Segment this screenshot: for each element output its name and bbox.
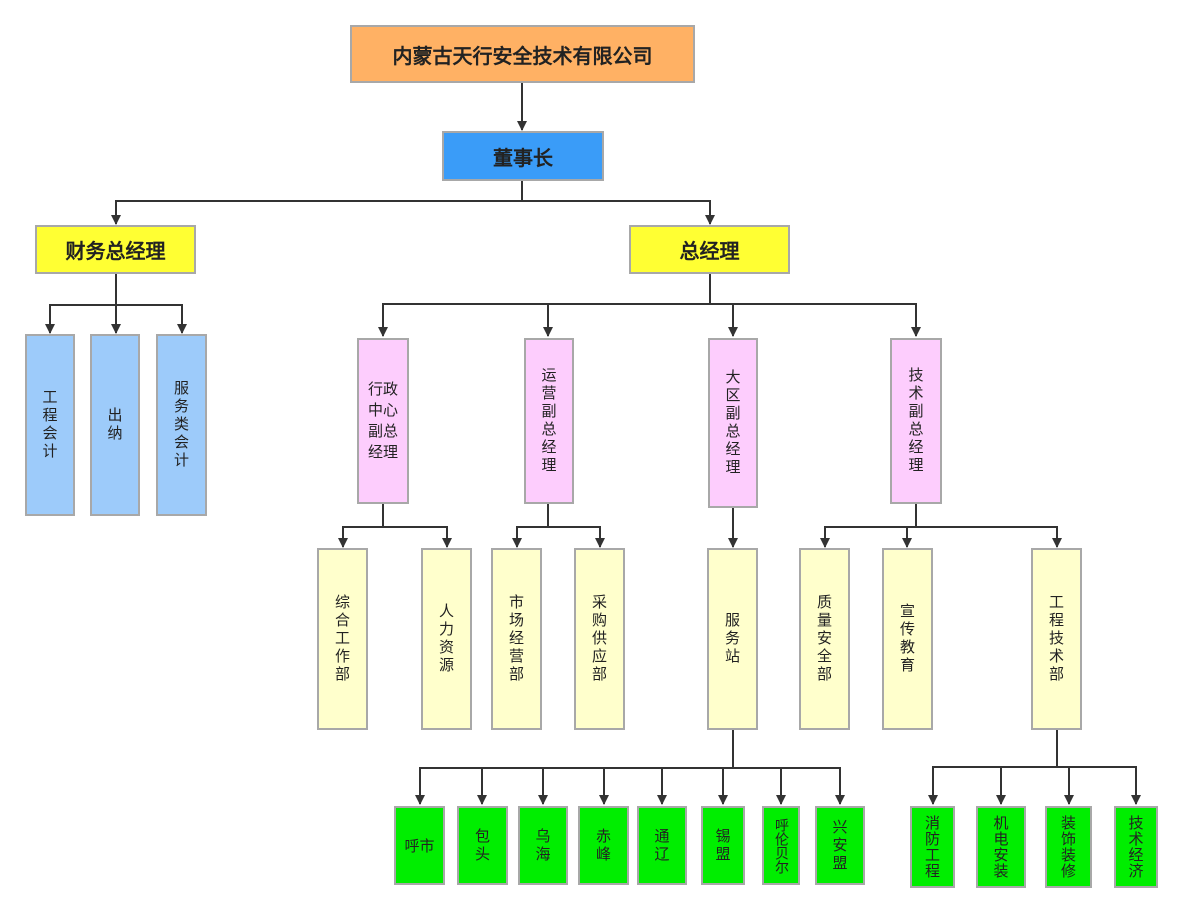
eng-unit-tech-economics: 技术经济	[1114, 806, 1158, 888]
finance-unit-service-accounting: 服务类会计	[156, 334, 207, 516]
vp-operations-node: 运营副总经理	[524, 338, 574, 504]
dept-quality-safety: 质量安全部	[799, 548, 850, 730]
station-tongliao: 通辽	[637, 806, 687, 885]
finance-gm-node: 财务总经理	[35, 225, 196, 274]
dept-service-station: 服务站	[707, 548, 758, 730]
eng-unit-fire: 消防工程	[910, 806, 955, 888]
dept-market: 市场经营部	[491, 548, 542, 730]
dept-general-work: 综合工作部	[317, 548, 368, 730]
station-wuhai: 乌海	[518, 806, 568, 885]
dept-purchase: 采购供应部	[574, 548, 625, 730]
station-xinganmeng: 兴安盟	[815, 806, 865, 885]
vp-tech-node: 技术副总经理	[890, 338, 942, 504]
station-hulunbuir: 呼伦贝尔	[762, 806, 800, 885]
finance-unit-cashier: 出纳	[90, 334, 140, 516]
station-xilinguole: 锡盟	[701, 806, 745, 885]
dept-engineering: 工程技术部	[1031, 548, 1082, 730]
vp-region-node: 大区副总经理	[708, 338, 758, 508]
chairman-node: 董事长	[442, 131, 604, 181]
eng-unit-electromechanical: 机电安装	[976, 806, 1026, 888]
dept-hr: 人力资源	[421, 548, 472, 730]
finance-unit-engineering-accounting: 工程会计	[25, 334, 75, 516]
station-chifeng: 赤峰	[578, 806, 629, 885]
vp-admin-node: 行政中心副总经理	[357, 338, 409, 504]
eng-unit-decoration: 装饰装修	[1045, 806, 1092, 888]
company-node: 内蒙古天行安全技术有限公司	[350, 25, 695, 83]
gm-node: 总经理	[629, 225, 790, 274]
station-hohhot: 呼市	[394, 806, 445, 885]
station-baotou: 包头	[457, 806, 508, 885]
dept-publicity: 宣传教育	[882, 548, 933, 730]
